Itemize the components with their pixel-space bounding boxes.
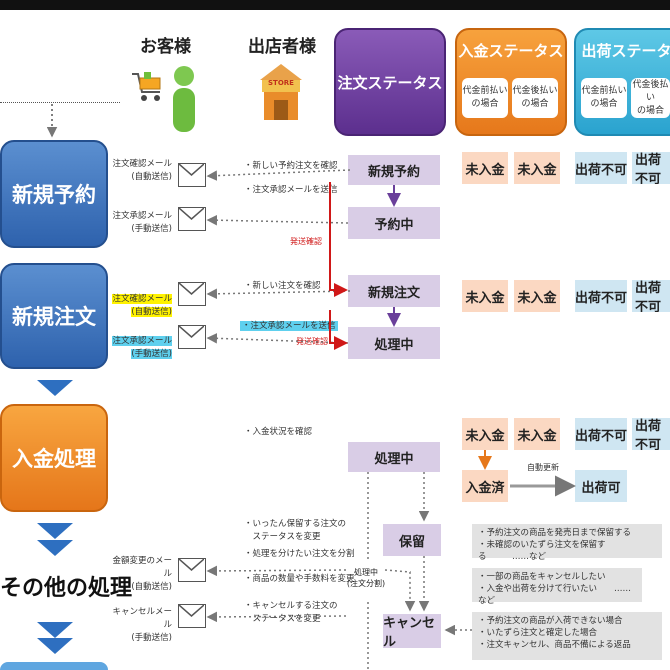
action-r1: ・新しい予約注文を確認 bbox=[244, 161, 338, 171]
shipping-not-allowed-r1: 出荷不可 bbox=[575, 152, 627, 184]
note-cancel: ・予約注文の商品が入荷できない場合 ・いたずら注文と確定した場合 ・注文キャンセ… bbox=[472, 612, 662, 660]
shipping-not-allowed-p2: 出荷不可 bbox=[632, 418, 670, 450]
action-o2-text: ・注文承認メールを送信 bbox=[240, 321, 338, 331]
mail-label-o1-text: 注文確認メール (自動送信) bbox=[112, 294, 172, 317]
store-sign-text: STORE bbox=[268, 79, 294, 87]
mail-envelope-icon bbox=[178, 207, 206, 231]
down-arrow-1 bbox=[37, 380, 73, 396]
down-arrow-2 bbox=[37, 523, 73, 539]
payment-prepay-sub: 代金前払い の場合 bbox=[462, 78, 508, 118]
action-x1: ・いったん保留する注文の ステータスを変更 bbox=[244, 519, 347, 542]
order-hold: 保留 bbox=[383, 524, 441, 556]
payment-status-title: 入金ステータス bbox=[458, 42, 564, 60]
stage-next-edge bbox=[0, 662, 108, 670]
mail-envelope-icon bbox=[178, 558, 206, 582]
stage-new-order-label: 新規注文 bbox=[12, 305, 96, 329]
down-arrow-5 bbox=[37, 638, 73, 654]
payment-unpaid-o2: 未入金 bbox=[514, 280, 560, 312]
shipping-status-title: 出荷ステータス bbox=[581, 42, 670, 60]
mail-label-o2: 注文承認メール (手動送信) bbox=[112, 322, 172, 361]
shopping-cart-icon bbox=[130, 68, 166, 104]
action-p1: ・入金状況を確認 bbox=[244, 427, 313, 437]
payment-unpaid-p1: 未入金 bbox=[462, 418, 508, 450]
mail-label-o2-text: 注文承認メール (手動送信) bbox=[112, 336, 172, 359]
mail-envelope-icon bbox=[178, 604, 206, 628]
note-split: ・一部の商品をキャンセルしたい ・入金や出荷を分けて行いたい ……など bbox=[472, 568, 642, 606]
payment-unpaid-p2: 未入金 bbox=[514, 418, 560, 450]
order-processing-split: 処理中 (注文分割) bbox=[346, 568, 386, 588]
stage-payment-label: 入金処理 bbox=[12, 447, 96, 471]
mail-label-r1: 注文確認メール (自動送信) bbox=[112, 159, 172, 182]
shipping-postpay-sub: 代金後払い の場合 bbox=[631, 78, 670, 118]
mail-label-x1: 金額変更のメール (自動送信) bbox=[112, 556, 172, 592]
red-label-1: 発送確認 bbox=[290, 237, 322, 246]
person-icon bbox=[170, 64, 198, 134]
payment-unpaid-r1: 未入金 bbox=[462, 152, 508, 184]
mail-envelope-icon bbox=[178, 163, 206, 187]
order-processing: 処理中 bbox=[348, 327, 440, 359]
mail-label-r2: 注文承認メール (手動送信) bbox=[112, 211, 172, 234]
shipping-not-allowed-r2: 出荷不可 bbox=[632, 152, 670, 184]
action-x2: ・処理を分けたい注文を分割 bbox=[244, 549, 355, 559]
down-arrow-3 bbox=[37, 540, 73, 556]
stage-new-reservation-label: 新規予約 bbox=[12, 183, 96, 207]
action-o1: ・新しい注文を確認 bbox=[244, 281, 321, 291]
order-processing-2: 処理中 bbox=[348, 442, 440, 472]
red-label-2: 発送確認 bbox=[296, 337, 328, 346]
mail-label-x2: キャンセルメール (手動送信) bbox=[112, 607, 172, 643]
payment-paid: 入金済 bbox=[462, 470, 508, 502]
action-x4: ・キャンセルする注文の ステータスを変更 bbox=[244, 601, 338, 624]
note-hold: ・予約注文の商品を発売日まで保留する ・未確認のいたずら注文を保留する ……など bbox=[472, 524, 662, 562]
store-icon bbox=[258, 62, 304, 124]
order-status-title: 注文ステータス bbox=[337, 73, 443, 92]
mail-label-o1: 注文確認メール (自動送信) bbox=[112, 280, 172, 319]
mail-envelope-icon bbox=[178, 325, 206, 349]
payment-postpay-sub: 代金後払い の場合 bbox=[512, 78, 558, 118]
stage-new-reservation: 新規予約 bbox=[0, 140, 108, 248]
customer-header: お客様 bbox=[140, 37, 191, 57]
shipping-prepay-sub: 代金前払い の場合 bbox=[581, 78, 627, 118]
order-new-order: 新規注文 bbox=[348, 275, 440, 307]
shipping-not-allowed-p1: 出荷不可 bbox=[575, 418, 627, 450]
top-bar bbox=[0, 0, 670, 10]
store-header: 出店者様 bbox=[248, 37, 316, 57]
shipping-not-allowed-o1: 出荷不可 bbox=[575, 280, 627, 312]
order-new-reservation: 新規予約 bbox=[348, 155, 440, 185]
action-o2: ・注文承認メールを送信 bbox=[240, 307, 338, 333]
order-cancel: キャンセル bbox=[383, 614, 441, 650]
payment-unpaid-o1: 未入金 bbox=[462, 280, 508, 312]
top-dotted-line bbox=[0, 102, 120, 103]
shipping-allowed: 出荷可 bbox=[575, 470, 627, 502]
stage-other-label: その他の処理 bbox=[0, 576, 133, 601]
stage-payment: 入金処理 bbox=[0, 404, 108, 512]
down-arrow-4 bbox=[37, 622, 73, 638]
shipping-not-allowed-o2: 出荷不可 bbox=[632, 280, 670, 312]
action-x3: ・商品の数量や手数料を変更 bbox=[244, 574, 355, 584]
stage-new-order: 新規注文 bbox=[0, 263, 108, 369]
auto-update-label: 自動更新 bbox=[527, 463, 559, 472]
order-status-header: 注文ステータス bbox=[334, 28, 446, 136]
order-reserved: 予約中 bbox=[348, 207, 440, 239]
payment-unpaid-r2: 未入金 bbox=[514, 152, 560, 184]
action-r2: ・注文承認メールを送信 bbox=[244, 185, 338, 195]
mail-envelope-icon bbox=[178, 282, 206, 306]
